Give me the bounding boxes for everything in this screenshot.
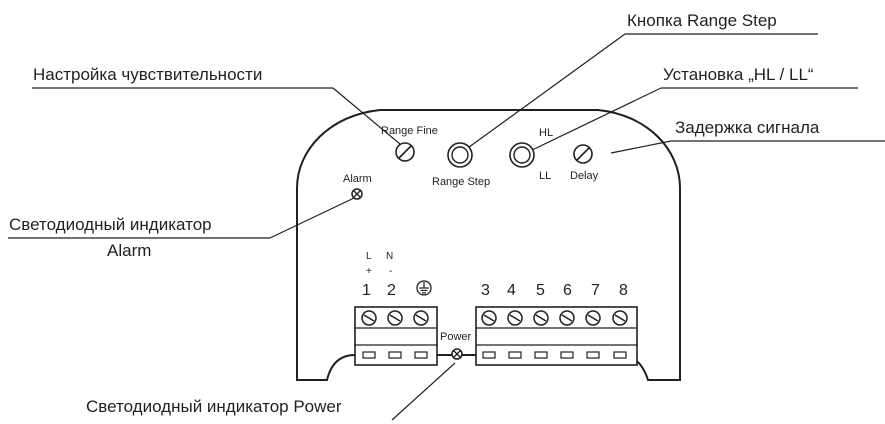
terminal-screw[interactable]	[361, 310, 377, 326]
terminal-slot	[613, 351, 627, 359]
label-range-step: Range Step	[432, 176, 490, 188]
terminal-number-1: 1	[362, 282, 371, 299]
delay-knob[interactable]	[573, 144, 593, 164]
power-led	[451, 348, 463, 360]
terminal-number-7: 7	[591, 282, 600, 299]
label-power: Power	[440, 331, 472, 343]
callout-power-led: Светодиодный индикатор Power	[86, 397, 342, 416]
terminal-screw[interactable]	[612, 310, 628, 326]
callout-sensitivity: Настройка чувствительности	[33, 65, 262, 84]
label-polarity-minus: -	[389, 266, 392, 277]
terminal-number-2: 2	[387, 282, 396, 299]
terminal-slot	[414, 351, 428, 359]
range-step-button[interactable]	[447, 142, 473, 168]
callout-signal-delay: Задержка сигнала	[675, 118, 820, 137]
terminal-slot	[560, 351, 574, 359]
left-terminal-slots	[362, 351, 428, 359]
terminal-screw[interactable]	[507, 310, 523, 326]
callout-range-step-button: Кнопка Range Step	[627, 11, 777, 30]
terminal-number-5: 5	[536, 282, 545, 299]
label-alarm: Alarm	[343, 173, 372, 185]
hl-ll-switch[interactable]	[509, 142, 535, 168]
ground-icon	[416, 280, 432, 296]
left-terminal-screws[interactable]	[361, 310, 429, 326]
label-polarity-plus: +	[366, 266, 372, 277]
terminal-slot	[388, 351, 402, 359]
terminal-screw[interactable]	[481, 310, 497, 326]
right-terminal-numbers: 3 4 5 6 7 8	[481, 282, 628, 299]
terminal-screw[interactable]	[585, 310, 601, 326]
right-terminal-block	[475, 306, 638, 366]
right-terminal-screws[interactable]	[481, 310, 628, 326]
callout-hl-ll: Установка „HL / LL“	[663, 65, 814, 84]
terminal-number-6: 6	[563, 282, 572, 299]
terminal-slot	[482, 351, 496, 359]
label-hl: HL	[539, 127, 553, 139]
label-polarity-N: N	[386, 251, 393, 262]
terminal-number-8: 8	[619, 282, 628, 299]
terminal-screw[interactable]	[413, 310, 429, 326]
right-terminal-slots	[482, 351, 627, 359]
terminal-screw[interactable]	[559, 310, 575, 326]
terminal-screw[interactable]	[387, 310, 403, 326]
label-polarity-L: L	[366, 251, 372, 262]
callout-alarm-led-line2: Alarm	[107, 241, 151, 260]
terminal-slot	[362, 351, 376, 359]
alarm-led	[351, 188, 363, 200]
label-range-fine: Range Fine	[381, 125, 438, 137]
label-ll: LL	[539, 170, 551, 182]
terminal-screw[interactable]	[533, 310, 549, 326]
leader-lines	[8, 33, 885, 421]
terminal-number-3: 3	[481, 282, 490, 299]
terminal-slot	[586, 351, 600, 359]
callout-alarm-led-line1: Светодиодный индикатор	[9, 215, 212, 234]
terminal-slot	[534, 351, 548, 359]
terminal-number-4: 4	[507, 282, 516, 299]
range-fine-knob[interactable]	[395, 142, 415, 162]
label-delay: Delay	[570, 170, 599, 182]
housing-outline	[296, 109, 681, 381]
terminal-slot	[508, 351, 522, 359]
